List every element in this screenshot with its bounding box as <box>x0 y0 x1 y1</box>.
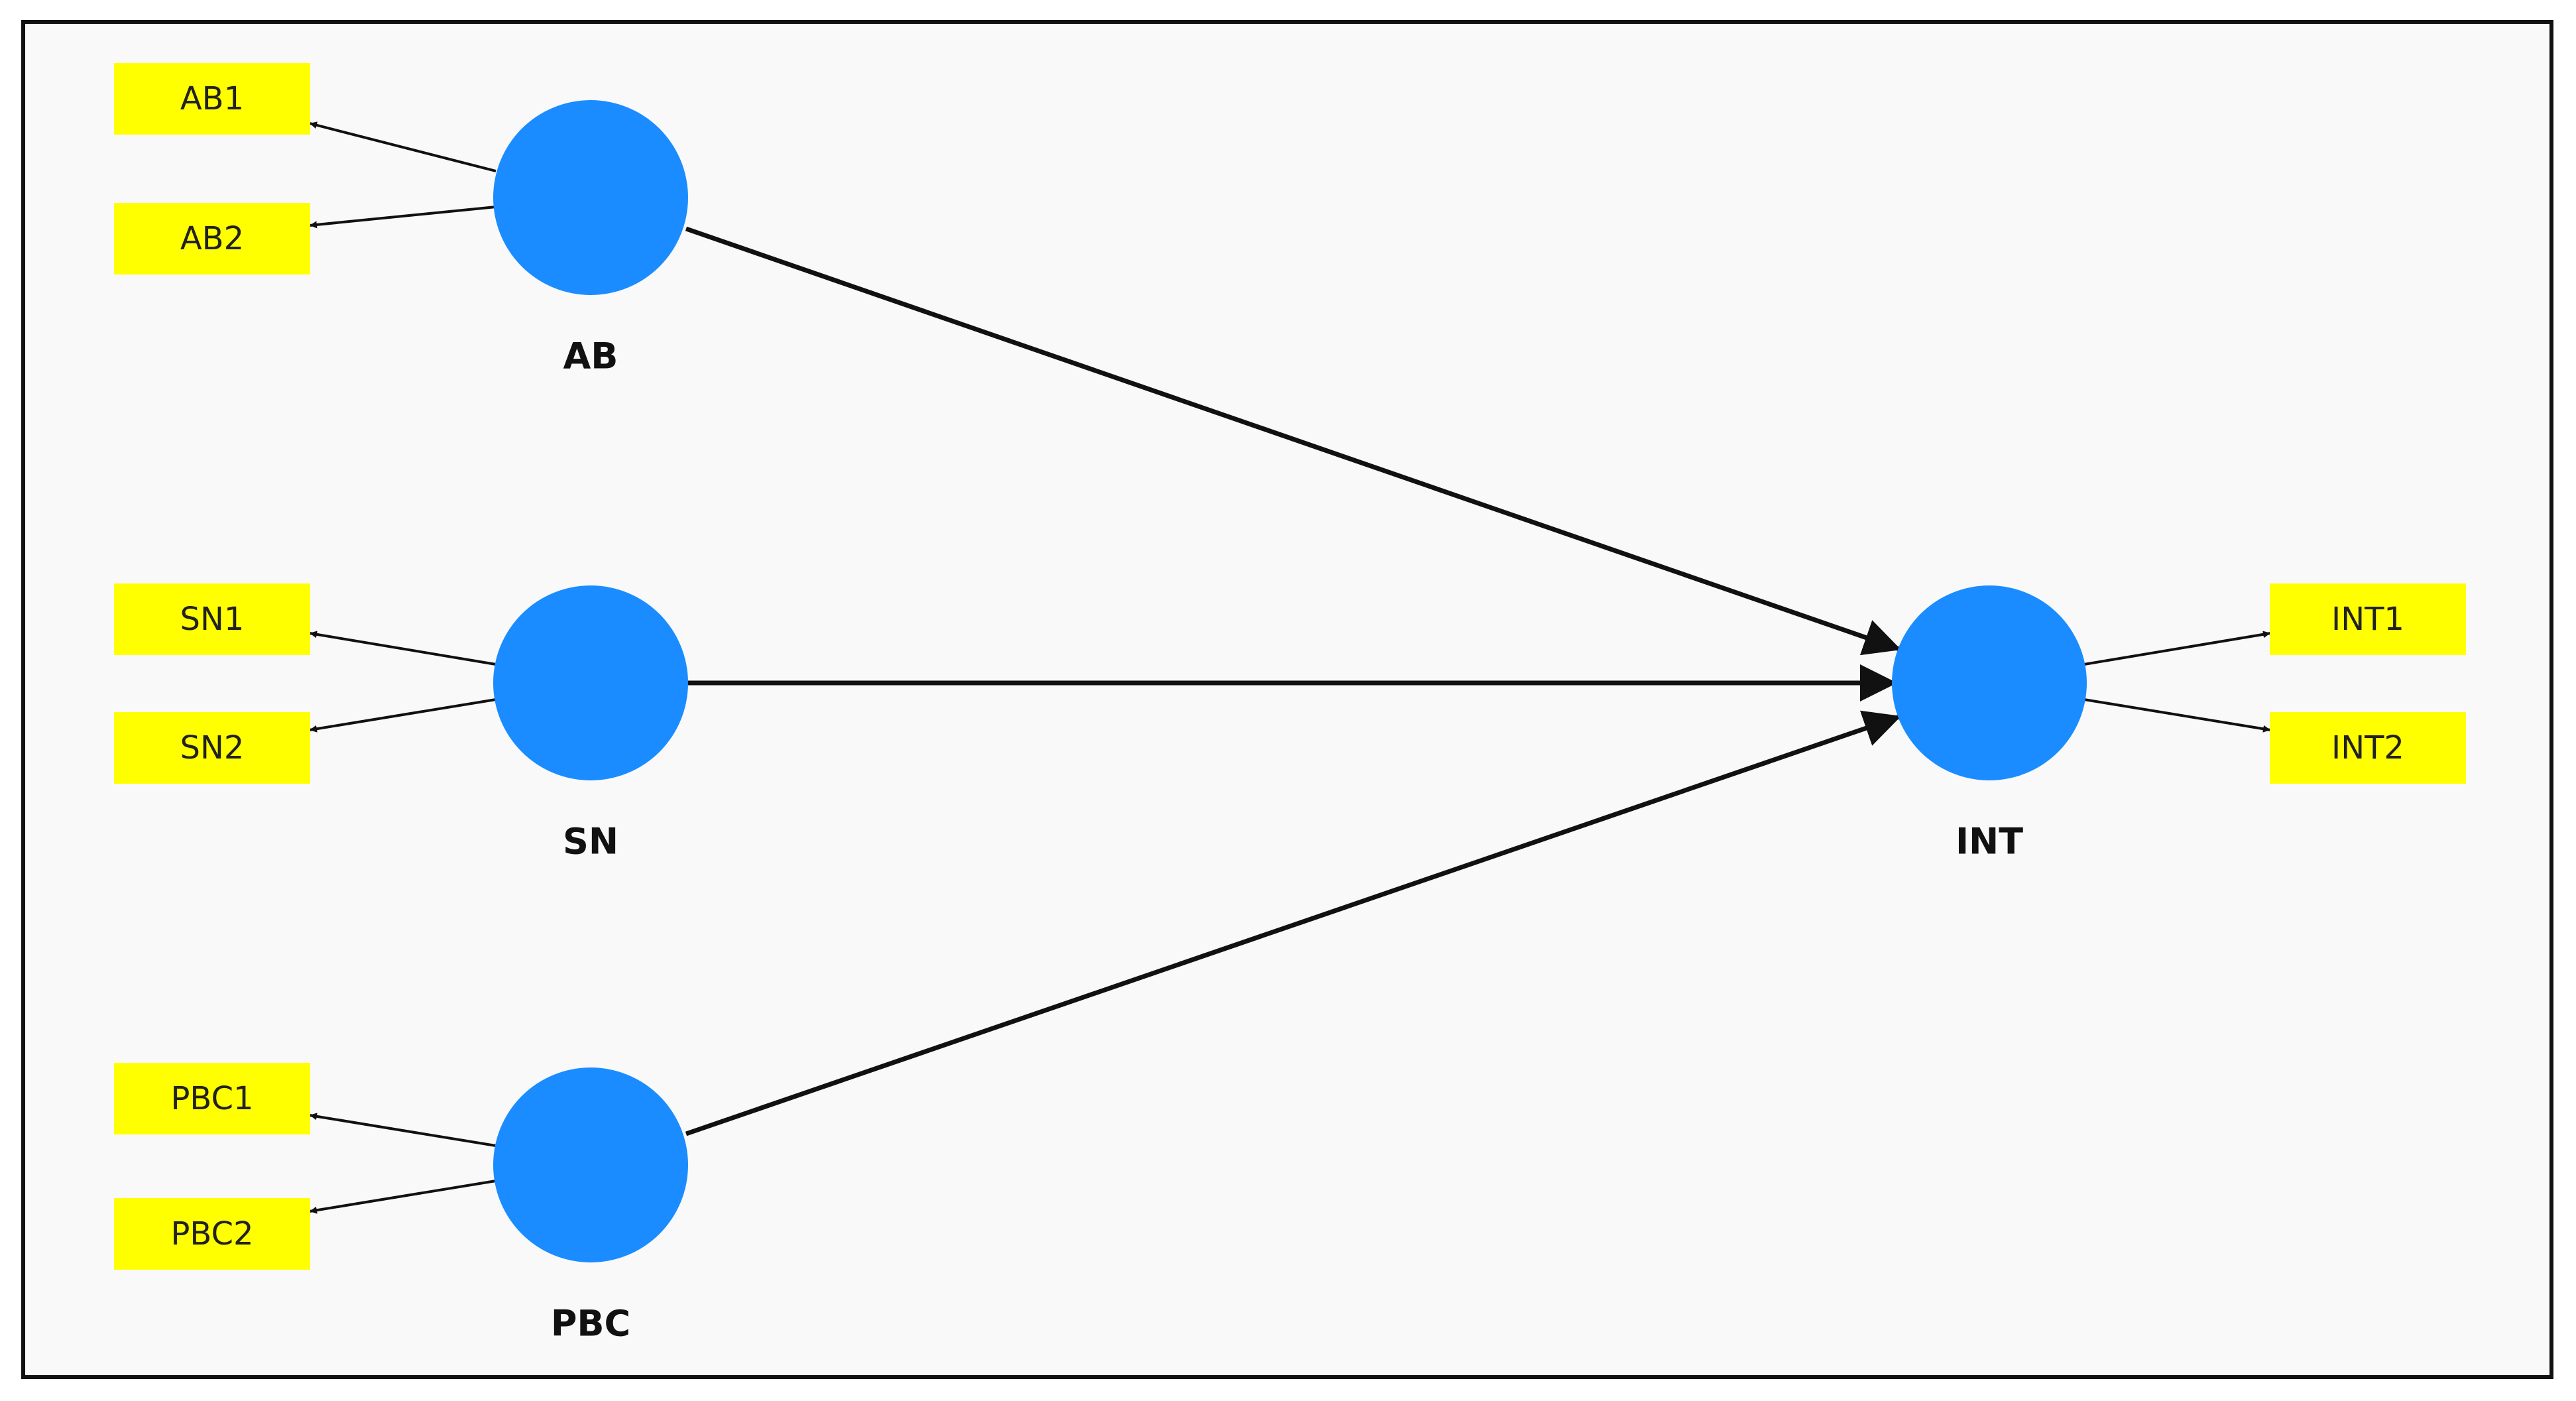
construct-pbc-circle <box>493 1067 688 1262</box>
construct-int: INT <box>1892 585 2087 863</box>
indicator-ab1: AB1 <box>114 63 310 135</box>
indicator-int1-label: INT1 <box>2331 601 2404 638</box>
indicator-pbc1: PBC1 <box>114 1063 310 1134</box>
indicator-sn2: SN2 <box>114 712 310 784</box>
construct-ab: AB <box>493 100 688 377</box>
construct-sn: SN <box>493 585 688 863</box>
indicator-sn1-label: SN1 <box>180 601 245 638</box>
edge-pbc-pbc2 <box>309 1180 497 1214</box>
edge-pbc-pbc1 <box>309 1113 497 1147</box>
indicator-ab2: AB2 <box>114 203 310 274</box>
edge-ab-ab1 <box>309 121 497 172</box>
construct-int-circle <box>1892 585 2087 780</box>
measurement-edges <box>309 121 2271 1214</box>
edge-sn-sn2 <box>309 698 497 733</box>
indicator-int2: INT2 <box>2270 712 2466 784</box>
edge-int-int2 <box>2083 698 2271 733</box>
edge-pbc-int <box>685 710 1903 1136</box>
construct-sn-circle <box>493 585 688 780</box>
structural-edges <box>685 226 1903 1136</box>
indicator-ab1-label: AB1 <box>180 80 244 117</box>
edge-ab-int <box>685 226 1903 656</box>
indicator-int1: INT1 <box>2270 583 2466 655</box>
construct-pbc-label: PBC <box>551 1303 630 1345</box>
indicator-sn2-label: SN2 <box>180 729 245 766</box>
construct-ab-label: AB <box>563 335 618 377</box>
construct-pbc: PBC <box>493 1067 688 1345</box>
indicator-pbc2-label: PBC2 <box>170 1215 253 1252</box>
diagram-canvas <box>21 20 2553 1379</box>
indicator-pbc2: PBC2 <box>114 1198 310 1270</box>
indicator-ab2-label: AB2 <box>180 220 244 257</box>
construct-ab-circle <box>493 100 688 295</box>
edge-int-int1 <box>2083 631 2271 666</box>
construct-sn-label: SN <box>563 821 618 863</box>
edge-sn-sn1 <box>309 631 497 666</box>
edge-ab-ab2 <box>309 206 497 229</box>
indicator-pbc1-label: PBC1 <box>170 1080 253 1117</box>
indicator-sn1: SN1 <box>114 583 310 655</box>
construct-int-label: INT <box>1956 821 2023 863</box>
indicator-int2-label: INT2 <box>2331 729 2404 766</box>
